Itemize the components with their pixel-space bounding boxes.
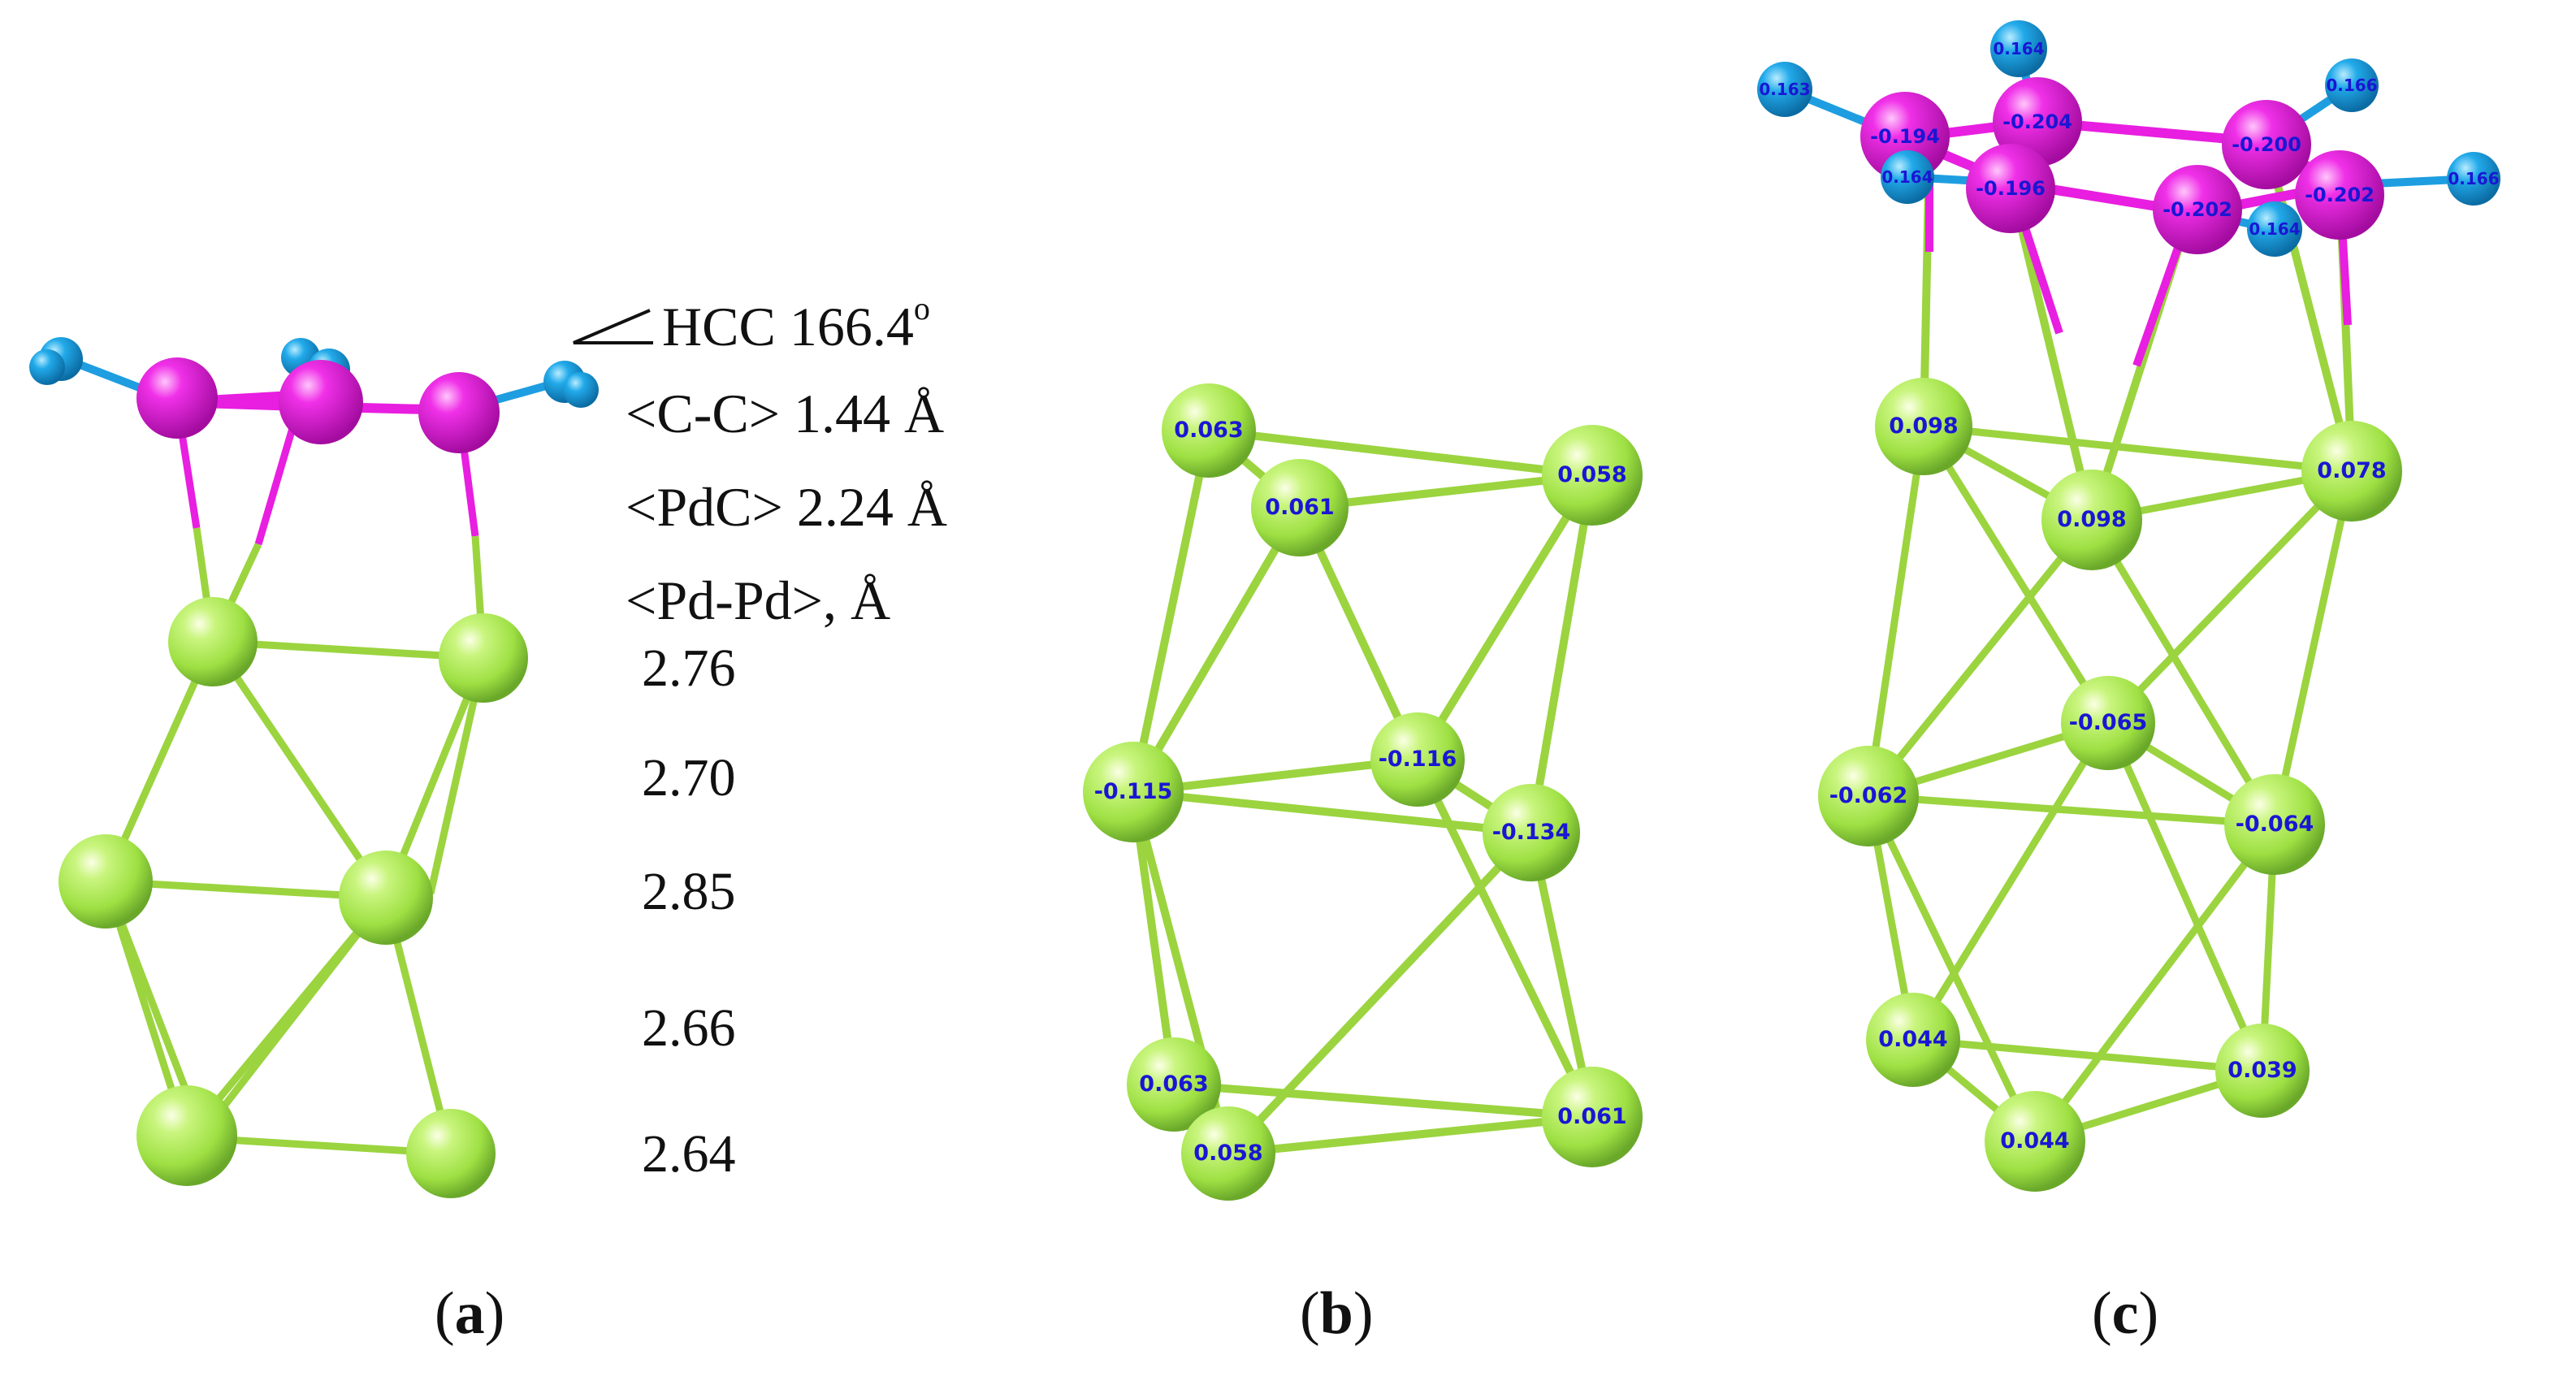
charge-label: -0.200	[2232, 133, 2301, 156]
charge-label: -0.064	[2236, 812, 2314, 837]
hydrogen-atoms	[1757, 20, 2500, 257]
charge-label: -0.194	[1870, 125, 1940, 148]
charge-label: 0.061	[1265, 495, 1334, 520]
charge-label: 0.044	[1878, 1027, 1947, 1052]
charge-label: -0.134	[1492, 820, 1571, 845]
charge-label: 0.058	[1193, 1141, 1262, 1166]
palladium-atoms	[58, 597, 528, 1198]
charge-label: -0.116	[1379, 747, 1457, 772]
angle-icon	[573, 309, 653, 344]
charge-label: 0.061	[1557, 1104, 1626, 1129]
panel-letter: b	[1319, 1280, 1353, 1347]
palladium-charge-labels: 0.098 0.098 0.078 -0.065 -0.062 -0.064 0…	[1829, 413, 2387, 1154]
panel-label-b: (b)	[1300, 1279, 1373, 1349]
charge-label: 0.058	[1557, 462, 1626, 487]
cc-bond-length: <C-C> 1.44 Å	[626, 383, 945, 444]
charge-label: 0.098	[2057, 507, 2126, 532]
panel-label-a: (a)	[435, 1279, 504, 1349]
panel-label-c: (c)	[2092, 1279, 2158, 1349]
panel-letter: c	[2111, 1280, 2139, 1347]
charge-label: -0.115	[1094, 779, 1173, 804]
charge-label: -0.202	[2163, 198, 2232, 221]
charge-label: -0.196	[1976, 177, 2046, 200]
charge-label: 0.039	[2227, 1058, 2297, 1083]
panel-c-structure: 0.163 0.164 0.166 0.164 0.164 0.166 -0.1…	[1757, 20, 2500, 1192]
panel-b-structure: 0.063 0.061 0.058 -0.115 -0.116 -0.134 0…	[1083, 383, 1643, 1201]
angle-label-text: HCC 166.4	[662, 296, 914, 357]
carbon-charge-labels: -0.194 -0.204 -0.200 -0.196 -0.202 -0.20…	[1870, 110, 2375, 221]
pdpd-distance: 2.70	[642, 748, 736, 807]
pdpd-distance: 2.76	[642, 639, 736, 698]
charge-label: -0.065	[2069, 710, 2148, 735]
open-paren: (	[2092, 1280, 2112, 1347]
pdpd-header: <Pd-Pd>, Å	[626, 569, 891, 631]
open-paren: (	[435, 1280, 455, 1347]
charge-label: 0.166	[2448, 169, 2499, 188]
charge-label: -0.204	[2002, 110, 2072, 133]
pdpd-distance: 2.64	[642, 1124, 736, 1184]
close-paren: )	[484, 1280, 505, 1347]
charge-label: 0.164	[1993, 39, 2044, 58]
charge-label: 0.164	[1881, 167, 1933, 187]
charge-label: 0.098	[1889, 413, 1958, 439]
charge-label: 0.044	[2000, 1128, 2069, 1154]
close-paren: )	[1353, 1280, 1374, 1347]
palladium-atoms	[1818, 378, 2402, 1192]
charge-label: 0.063	[1139, 1071, 1208, 1097]
panel-a-structure	[29, 337, 599, 1198]
carbon-atoms	[136, 357, 500, 453]
charge-label: -0.062	[1829, 783, 1908, 808]
open-paren: (	[1300, 1280, 1320, 1347]
panel-letter: a	[454, 1280, 485, 1347]
carbon-atoms	[1860, 77, 2384, 254]
charge-label: -0.202	[2305, 184, 2375, 206]
pdpd-distance: 2.85	[642, 862, 736, 921]
angle-label: HCC 166.4o	[662, 289, 930, 359]
charge-label: 0.063	[1174, 418, 1243, 443]
degree-symbol: o	[913, 290, 930, 327]
charge-label: 0.166	[2326, 76, 2377, 95]
pdc-bond-length: <PdC> 2.24 Å	[626, 476, 947, 538]
charge-label: 0.078	[2317, 458, 2386, 483]
charge-labels: 0.063 0.061 0.058 -0.115 -0.116 -0.134 0…	[1094, 418, 1627, 1166]
palladium-atoms	[1083, 383, 1643, 1201]
charge-label: 0.164	[2249, 219, 2300, 239]
charge-label: 0.163	[1759, 80, 1810, 99]
hydrogen-charge-labels: 0.163 0.164 0.166 0.164 0.164 0.166	[1759, 39, 2499, 239]
pdpd-distance: 2.66	[642, 998, 736, 1058]
close-paren: )	[2138, 1280, 2159, 1347]
